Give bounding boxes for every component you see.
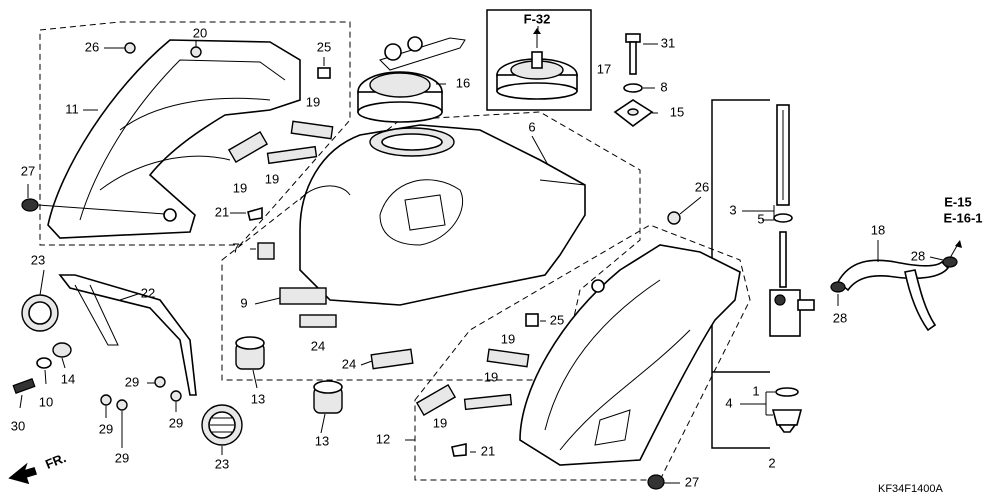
bracket-bolt-assembly: [613, 33, 654, 128]
callout-16: 16: [456, 75, 470, 90]
clip-21-right: [451, 443, 467, 457]
callout-15: 15: [670, 104, 684, 119]
callout-23-upper: 23: [31, 252, 45, 267]
callout-5: 5: [757, 211, 764, 226]
collar-14: [52, 342, 72, 358]
callout-14: 14: [61, 371, 75, 386]
grommet-lower: [201, 404, 243, 446]
pad-24-a: [299, 314, 337, 328]
nut-29-2: [116, 399, 128, 411]
callout-19-c: 19: [265, 171, 279, 186]
fuel-tank: [299, 124, 586, 306]
nut-29-3: [154, 376, 166, 388]
callout-17: 17: [597, 61, 611, 76]
ref-f32[interactable]: F-32: [524, 11, 551, 26]
callout-24-b: 24: [342, 356, 356, 371]
nut-20: [190, 46, 202, 58]
fr-label: FR.: [43, 450, 68, 472]
callout-28-right: 28: [911, 248, 925, 263]
leader-lines: [19, 26, 962, 484]
callout-27-right: 27: [685, 474, 699, 489]
callout-3: 3: [729, 202, 736, 217]
callout-19-f: 19: [433, 415, 447, 430]
screw-26-right: [667, 211, 681, 225]
callout-7: 7: [232, 240, 239, 255]
callout-9: 9: [240, 295, 247, 310]
diagram-code: KF34F1400A: [878, 483, 943, 495]
pad-9: [279, 287, 327, 305]
pad-7: [257, 242, 275, 260]
stay-bracket: [58, 274, 197, 396]
callout-29-b: 29: [115, 450, 129, 465]
front-direction-arrow: [8, 462, 38, 485]
callout-20: 20: [193, 25, 207, 40]
callout-25-lower: 25: [550, 312, 564, 327]
cushion-upper: [235, 336, 265, 370]
reference-fuel-cap: [496, 28, 578, 100]
bolt-27-right: [647, 474, 665, 490]
shroud-left-group-outline: [39, 21, 351, 246]
callout-12: 12: [376, 431, 390, 446]
cushion-lower: [313, 380, 343, 414]
callout-29-d: 29: [169, 415, 183, 430]
callout-27-left: 27: [21, 163, 35, 178]
callout-26-left: 26: [85, 39, 99, 54]
callout-23-lower: 23: [215, 456, 229, 471]
callout-21-left: 21: [215, 204, 229, 219]
callout-4: 4: [725, 395, 732, 410]
fuel-cap: [357, 36, 466, 123]
fuel-valve: [769, 104, 815, 433]
fuel-tank-group-outline: [221, 111, 641, 381]
callout-18: 18: [871, 222, 885, 237]
fuel-hose: [830, 256, 958, 332]
pad-19-b: [227, 130, 269, 164]
callout-25-upper: 25: [317, 39, 331, 54]
callout-19-a: 19: [306, 94, 320, 109]
part-callouts: 26 20 25 16 11 19 19 19 27 21 17 31 8 15…: [11, 25, 925, 489]
callout-19-d: 19: [501, 331, 515, 346]
callout-29-c: 29: [125, 374, 139, 389]
callout-29-a: 29: [99, 421, 113, 436]
pad-19-f: [415, 383, 457, 417]
callout-22: 22: [141, 285, 155, 300]
callout-24-a: 24: [311, 338, 325, 353]
right-shroud: [519, 244, 741, 466]
ref-e15[interactable]: E-15: [944, 194, 971, 209]
pad-19-a: [290, 120, 334, 140]
callout-11: 11: [65, 101, 79, 116]
washer-10: [36, 357, 52, 369]
callout-6: 6: [528, 119, 535, 134]
bolt-30: [12, 378, 36, 394]
pad-24-b: [370, 348, 414, 370]
grommet-upper: [21, 294, 59, 332]
shroud-right-group-outline: [414, 224, 751, 481]
callout-28-left: 28: [833, 310, 847, 325]
callout-31: 31: [661, 35, 675, 50]
callout-2: 2: [768, 455, 775, 470]
callout-1: 1: [752, 383, 759, 398]
pad-19-d: [486, 348, 530, 368]
callout-19-b: 19: [233, 180, 247, 195]
bolt-27-left: [21, 198, 39, 212]
clip-21-left: [247, 206, 263, 221]
screw-26-left: [124, 42, 136, 54]
callout-13-lower: 13: [315, 433, 329, 448]
pad-19-c: [266, 145, 318, 165]
callout-21-right: 21: [481, 443, 495, 458]
pad-19-e: [463, 393, 513, 411]
callout-19-e: 19: [484, 369, 498, 384]
left-shroud: [47, 39, 301, 239]
nut-29-1: [100, 394, 112, 406]
callout-8: 8: [660, 79, 667, 94]
callout-30: 30: [11, 418, 25, 433]
ref-e16-1[interactable]: E-16-1: [943, 210, 982, 225]
clip-25-upper: [317, 67, 331, 79]
fuel-cap-reference-box: [486, 9, 592, 111]
callout-13-upper: 13: [251, 391, 265, 406]
callout-26-right: 26: [695, 179, 709, 194]
nut-29-4: [170, 390, 182, 402]
clip-25-lower: [525, 313, 539, 327]
callout-10: 10: [39, 394, 53, 409]
